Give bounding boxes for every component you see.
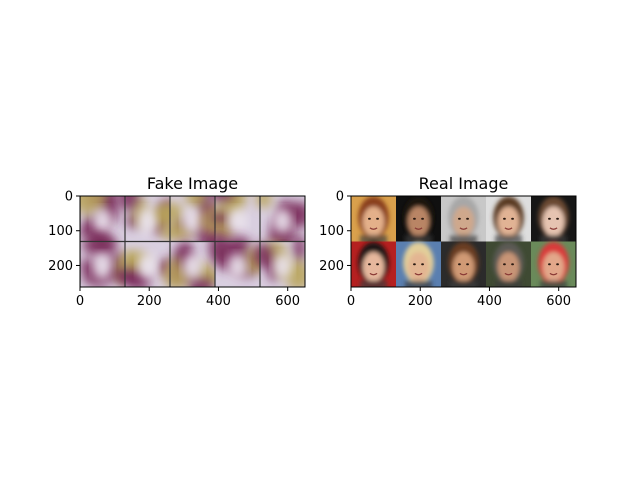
fake-xtick-label: 600 <box>275 294 300 309</box>
real-face-tile <box>351 241 396 287</box>
fake-xtick-label: 0 <box>76 294 84 309</box>
real-xtick-label: 600 <box>546 294 571 309</box>
real-face-tile <box>486 241 531 287</box>
fake-tile <box>255 196 305 248</box>
fake-xtick-label: 400 <box>206 294 231 309</box>
fake-image-grid <box>80 196 305 287</box>
real-face-tile <box>396 196 441 245</box>
real-xtick-label: 0 <box>347 294 355 309</box>
fake-tile <box>199 196 260 242</box>
real-face-tile <box>531 196 576 245</box>
fake-ytick-label: 100 <box>48 224 73 239</box>
real-xtick-label: 400 <box>477 294 502 309</box>
real-image-axes: 0 200 400 600 0 100 200 <box>319 190 571 310</box>
real-face-tile <box>351 196 396 245</box>
real-image-grid <box>351 196 576 287</box>
fake-tile <box>252 234 305 287</box>
real-face-tile <box>441 196 486 245</box>
real-face-tile <box>531 241 576 287</box>
real-image-title: Real Image <box>419 174 509 193</box>
fake-ytick-label: 0 <box>65 190 73 205</box>
real-image-frame <box>350 195 577 288</box>
real-image-subplot: Real Image 0 200 400 600 0 100 200 <box>319 174 577 310</box>
real-face-tile <box>486 196 531 245</box>
real-xtick-label: 200 <box>408 294 433 309</box>
real-ytick-label: 0 <box>336 190 344 205</box>
fake-image-title: Fake Image <box>147 174 238 193</box>
fake-xtick-label: 200 <box>137 294 162 309</box>
real-ytick-label: 100 <box>319 224 344 239</box>
fake-ytick-label: 200 <box>48 259 73 274</box>
real-face-tile <box>441 241 486 287</box>
real-face-tile <box>396 241 441 287</box>
real-ytick-label: 200 <box>319 259 344 274</box>
fake-image-frame <box>79 195 306 288</box>
fake-tile <box>114 241 173 287</box>
fake-image-axes: 0 200 400 600 0 100 200 <box>48 190 300 310</box>
fake-image-subplot: Fake Image 0 200 400 600 0 100 200 <box>48 174 306 310</box>
fake-tile <box>162 240 224 287</box>
